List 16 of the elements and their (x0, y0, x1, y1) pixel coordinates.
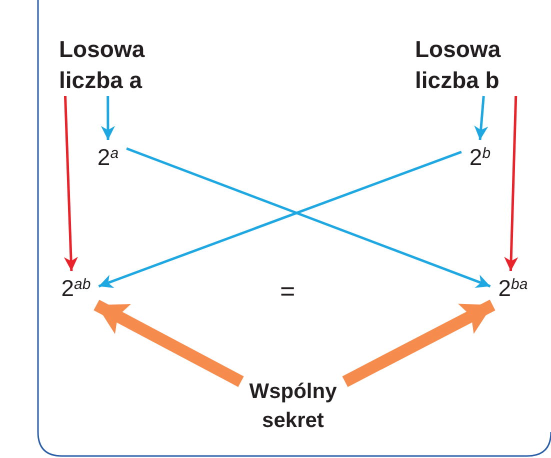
power-expression: 2$^{ba}$ (490, 271, 536, 305)
node-label: Losowa liczba b (415, 34, 519, 96)
power-expression: 2$^{ab}$ (53, 271, 99, 305)
node-label: Wspólny sekret (241, 377, 345, 435)
arrow (342, 300, 496, 387)
arrow (98, 150, 462, 288)
arrow (126, 147, 491, 288)
node-label: Losowa liczba a (59, 34, 163, 96)
arrow (64, 96, 78, 272)
arrow (94, 300, 244, 387)
power-expression: 2$^{b}$ (461, 140, 499, 174)
equals-sign: = (280, 275, 296, 308)
arrow (100, 96, 115, 140)
arrow (474, 96, 488, 140)
arrow (504, 96, 518, 272)
power-expression: 2$^{a}$ (89, 140, 127, 174)
